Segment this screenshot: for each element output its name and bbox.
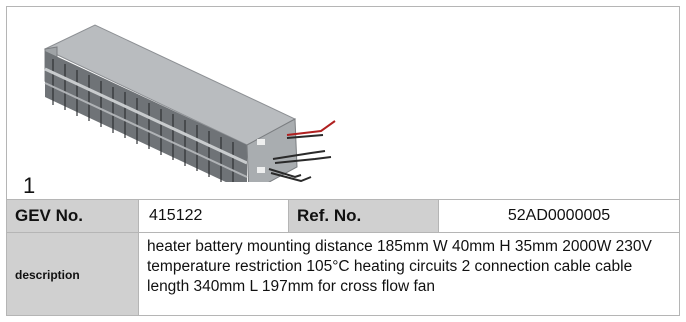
gev-number-label: GEV No.	[7, 200, 139, 232]
heater-battery-image	[43, 24, 336, 182]
position-number: 1	[23, 173, 36, 198]
description-row: description heater battery mounting dist…	[7, 233, 679, 315]
ref-number-value: 52AD0000005	[507, 207, 611, 224]
product-card: 1 GEV No. 415122 Ref. No. 52AD0000005 de…	[6, 6, 680, 316]
description-label: description	[7, 233, 139, 315]
description-value: heater battery mounting distance 185mm W…	[147, 238, 652, 295]
ref-number-label: Ref. No.	[289, 200, 439, 232]
part-number-row: GEV No. 415122 Ref. No. 52AD0000005	[7, 200, 679, 233]
gev-number-value: 415122	[139, 200, 289, 232]
product-image-area: 1	[7, 7, 679, 200]
